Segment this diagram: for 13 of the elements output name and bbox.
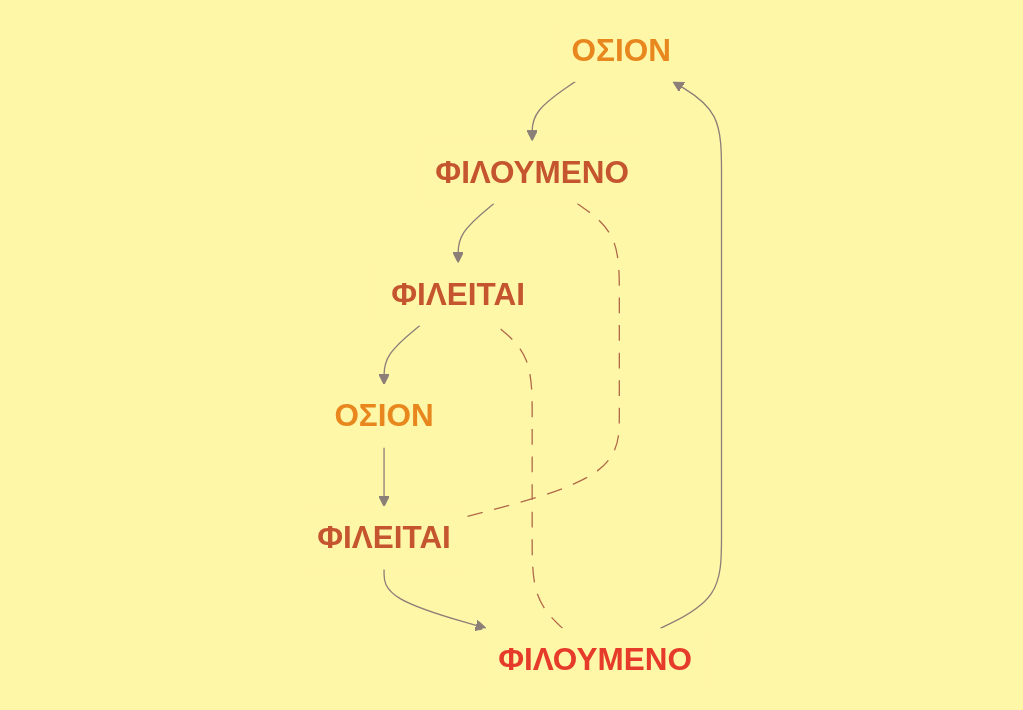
node-text: ΦΙΛΟΥΜΕΝΟ: [435, 153, 630, 190]
node-text: ΟΣΙΟΝ: [571, 31, 671, 68]
arrow: [526, 81, 576, 142]
node-text: ΦΙΛΕΙΤΑΙ: [391, 275, 525, 312]
arrow: [452, 202, 495, 264]
connector: [465, 202, 620, 518]
node-text: ΦΙΛΟΥΜΕΝΟ: [498, 641, 692, 677]
arrow: [378, 446, 390, 507]
arrow: [383, 568, 487, 631]
node-text: ΟΣΙΟΝ: [334, 397, 434, 434]
arrow: [659, 81, 723, 629]
node-text: ΦΙΛΕΙΤΑΙ: [317, 519, 451, 555]
arrow: [378, 324, 421, 385]
